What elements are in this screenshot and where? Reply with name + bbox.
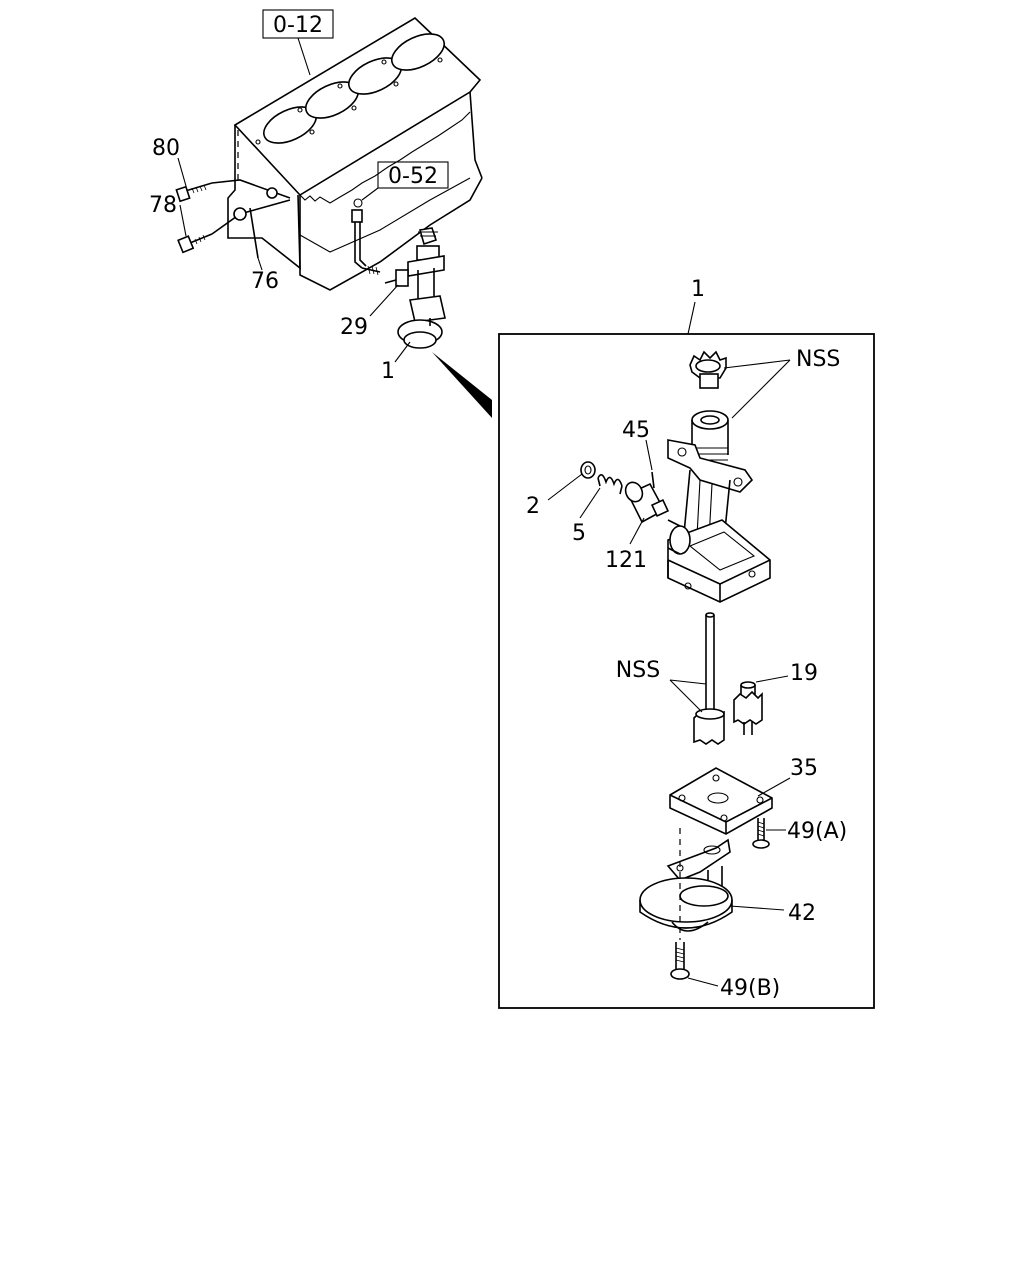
- detail-leaders: [547, 359, 791, 987]
- pump-body: [667, 410, 771, 603]
- label-1-assembly: 1: [691, 277, 705, 302]
- relief-valve-cap-2: [580, 461, 596, 479]
- relief-valve-spring-5: [597, 474, 623, 495]
- detail-box: [498, 301, 875, 1009]
- label-2: 2: [526, 494, 540, 519]
- label-49b: 49(B): [720, 976, 780, 1001]
- oil-pump-overview: [384, 227, 446, 349]
- relief-valve-piston-121: [624, 481, 670, 524]
- bolt-78: [177, 233, 213, 254]
- overview-leaders: [177, 157, 411, 363]
- bolt-49b: [670, 942, 690, 980]
- dipstick-guide-assembly: [175, 179, 291, 259]
- bolt-80: [175, 182, 213, 203]
- cover-plate-35: [669, 767, 773, 835]
- label-nss-top: NSS: [796, 347, 840, 372]
- label-49a: 49(A): [787, 819, 847, 844]
- label-121: 121: [605, 548, 647, 573]
- label-76: 76: [251, 269, 279, 294]
- detail-pointer-arrow: [432, 352, 492, 418]
- label-35: 35: [790, 756, 818, 781]
- pin-45: [651, 471, 655, 489]
- reference-box-0-52[interactable]: 0-52: [361, 161, 449, 201]
- label-80: 80: [152, 136, 180, 161]
- label-42: 42: [788, 901, 816, 926]
- oil-pipe: [351, 198, 381, 276]
- label-78: 78: [149, 193, 177, 218]
- label-5: 5: [572, 521, 586, 546]
- label-45: 45: [622, 418, 650, 443]
- drive-gear-lower: [693, 708, 725, 745]
- reference-box-0-12[interactable]: 0-12: [262, 9, 334, 39]
- engine-block-drawing: [227, 17, 483, 291]
- reference-0-52-text: 0-52: [388, 164, 438, 189]
- label-19: 19: [790, 661, 818, 686]
- label-29: 29: [340, 315, 368, 340]
- idler-gear-19: [733, 681, 763, 735]
- drive-gear-top: [689, 350, 727, 389]
- label-1-overview: 1: [381, 359, 395, 384]
- label-nss-mid: NSS: [616, 658, 660, 683]
- reference-0-12-text: 0-12: [273, 13, 323, 38]
- bolt-49a: [752, 818, 770, 849]
- oil-strainer-42: [639, 838, 733, 932]
- drive-shaft: [705, 612, 715, 712]
